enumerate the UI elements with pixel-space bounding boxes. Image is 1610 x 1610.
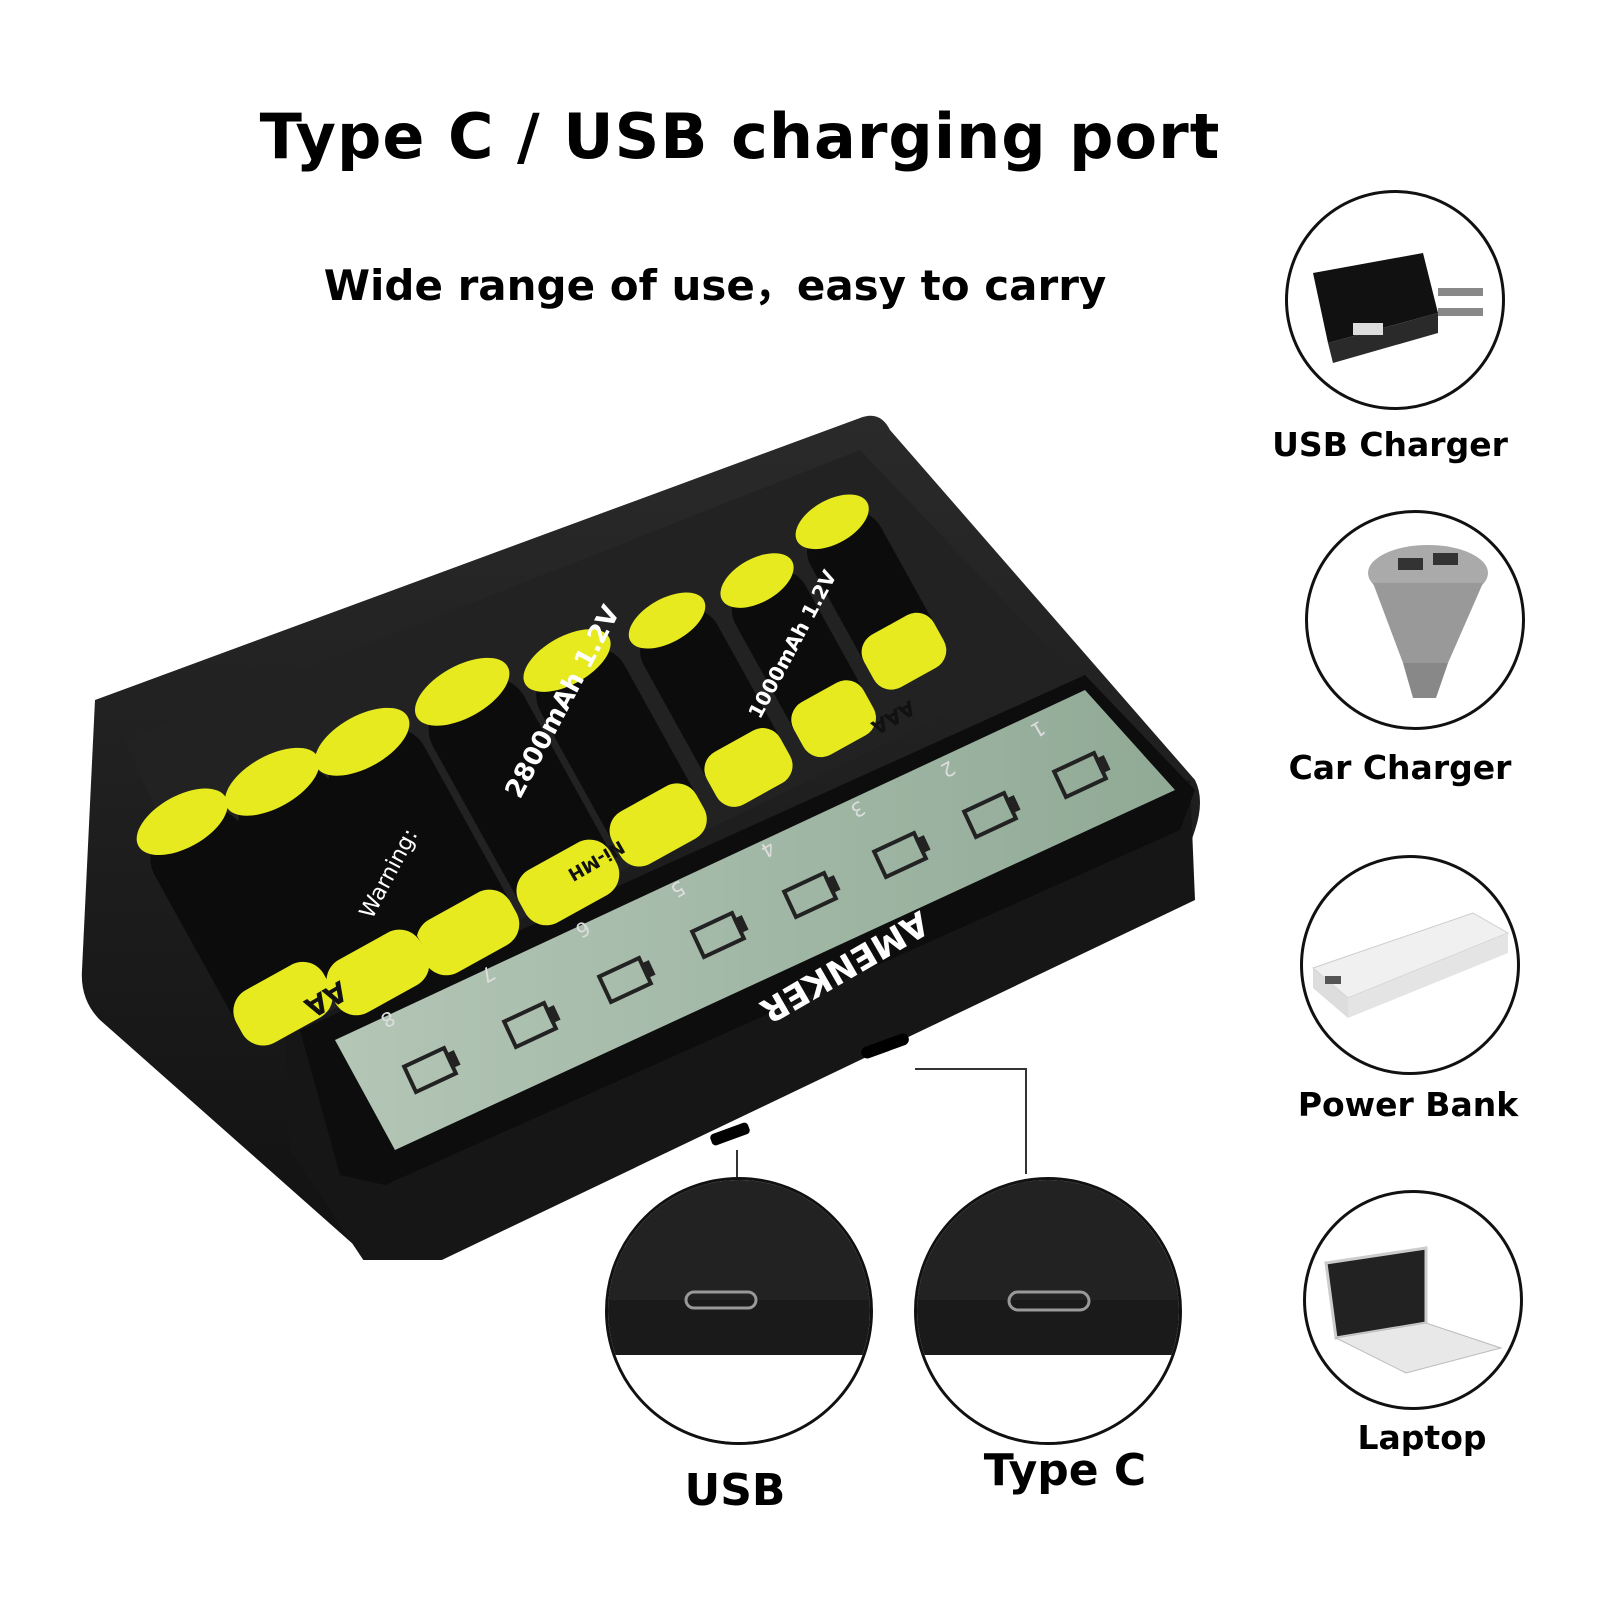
power-bank-icon [1312, 912, 1510, 1018]
battery-6 [314, 707, 520, 976]
type-c-port-closeup [914, 1177, 1182, 1445]
power-bank-circle [1300, 855, 1520, 1075]
laptop-icon [1324, 1246, 1503, 1374]
usb-charger-circle [1285, 190, 1505, 410]
lcd-battery-icons [401, 750, 1111, 1095]
typec-leader-line-h [915, 1068, 1027, 1070]
battery-1 [795, 494, 947, 690]
power-bank-label: Power Bank [1297, 1085, 1519, 1124]
usb-c-port-icon [917, 1180, 1179, 1442]
car-charger-icon [1368, 545, 1488, 698]
usb-port-opening [710, 1122, 750, 1146]
battery-2 [720, 553, 876, 758]
battery-charger-illustration: 2800mAh 1.2V 1000mAh 1.2V Warning: Ni-MH… [81, 415, 1200, 1260]
page-title: Type C / USB charging port [259, 100, 1221, 173]
usb-port-label: USB [684, 1465, 786, 1516]
usb-wall-adapter-icon [1313, 253, 1483, 363]
laptop-circle [1303, 1190, 1523, 1410]
usb-charger-label: USB Charger [1272, 425, 1508, 464]
page-subtitle: Wide range of use，easy to carry [323, 261, 1107, 310]
battery-7 [224, 747, 430, 1016]
battery-5 [414, 657, 620, 926]
typec-leader-line-v [1025, 1068, 1027, 1174]
type-c-port-label: Type C [983, 1445, 1147, 1496]
battery-3 [628, 592, 793, 807]
car-charger-label: Car Charger [1288, 748, 1512, 787]
type-c-port-opening [861, 1033, 909, 1059]
usb-leader-line [736, 1150, 738, 1190]
usb-port-closeup [605, 1177, 873, 1445]
battery-4 [523, 629, 707, 867]
battery-8 [136, 788, 333, 1046]
micro-usb-port-icon [608, 1180, 870, 1442]
laptop-label: Laptop [1357, 1418, 1487, 1457]
car-charger-circle [1305, 510, 1525, 730]
